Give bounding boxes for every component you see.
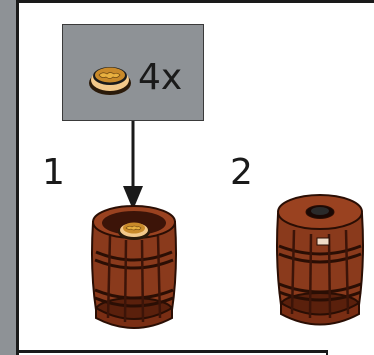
part-quantity-label: 4x (138, 57, 183, 98)
step-number-1: 1 (42, 152, 65, 193)
barrel-with-coin-tile-icon (91, 205, 177, 329)
barrel-with-lid-icon (276, 194, 364, 326)
parts-callout-box (62, 24, 204, 121)
placement-arrow (123, 121, 143, 210)
page-border-top (16, 0, 374, 3)
page-border-left (16, 0, 19, 355)
round-tile-gold-coin-icon (89, 67, 131, 95)
page-border-bottom (16, 350, 326, 353)
step-number-2: 2 (230, 152, 253, 193)
page-border-bottom-tick (326, 350, 328, 355)
